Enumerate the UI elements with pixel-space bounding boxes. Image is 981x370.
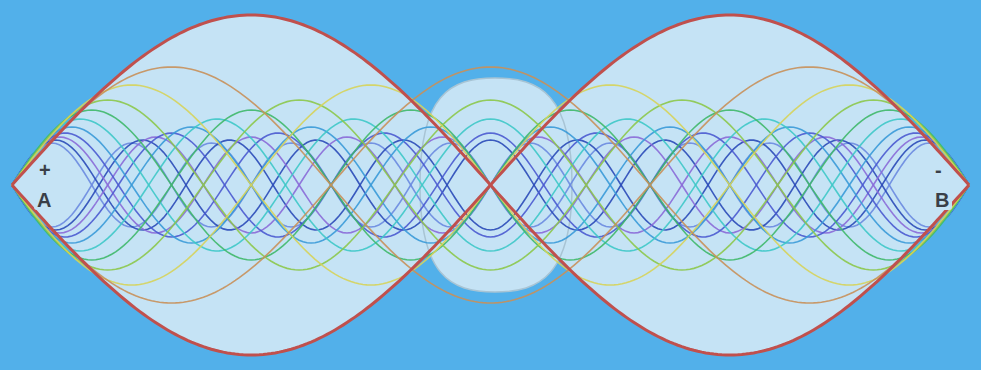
wave-envelope-fill xyxy=(12,15,969,355)
terminal-label: A xyxy=(34,190,54,210)
terminal-label: - xyxy=(932,160,945,180)
terminal-label-holder: + xyxy=(36,160,54,181)
terminal-label: + xyxy=(36,160,54,180)
harmonic-wave xyxy=(12,15,969,355)
harmonic-wave xyxy=(12,15,969,355)
terminal-label-holder: A xyxy=(34,190,54,211)
center-lobe xyxy=(420,78,572,292)
terminal-label-holder: B xyxy=(932,190,952,211)
terminal-label-holder: - xyxy=(932,160,945,181)
terminal-label: B xyxy=(932,190,952,210)
